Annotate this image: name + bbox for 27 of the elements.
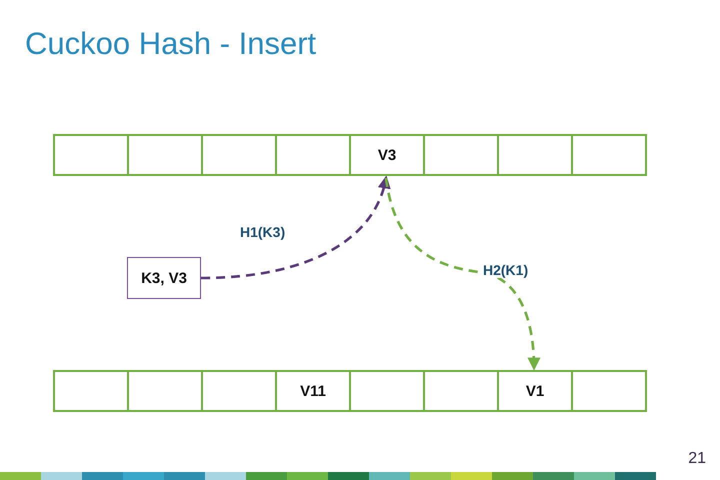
cell-value: V3: [378, 146, 396, 164]
dashed-arrow: [200, 175, 390, 280]
table-slot: [275, 370, 351, 412]
table-slot: [201, 134, 277, 176]
table-slot: [571, 134, 647, 176]
table-slot: [349, 370, 425, 412]
table-slot: [127, 370, 203, 412]
cell-value: V11: [300, 382, 326, 400]
table-slot: [497, 134, 573, 176]
table-slot: [423, 370, 499, 412]
table-slot: [275, 134, 351, 176]
table-slot: [349, 134, 425, 176]
page-number: 21: [688, 450, 706, 468]
table-slot: [201, 370, 277, 412]
cell-value: V1: [526, 382, 544, 400]
edge-label: H2(K1): [481, 262, 530, 278]
table-slot: [127, 134, 203, 176]
cell-value: K3, V3: [141, 270, 187, 286]
table-slot: [423, 134, 499, 176]
key-value-box: [127, 257, 201, 299]
table-slot: [497, 370, 573, 412]
table-slot: [53, 134, 129, 176]
edge-label: H1(K3): [238, 224, 288, 240]
slide-title: Cuckoo Hash - Insert: [25, 26, 316, 62]
table-slot: [53, 370, 129, 412]
dashed-arrow: [384, 178, 540, 371]
table-slot: [571, 370, 647, 412]
